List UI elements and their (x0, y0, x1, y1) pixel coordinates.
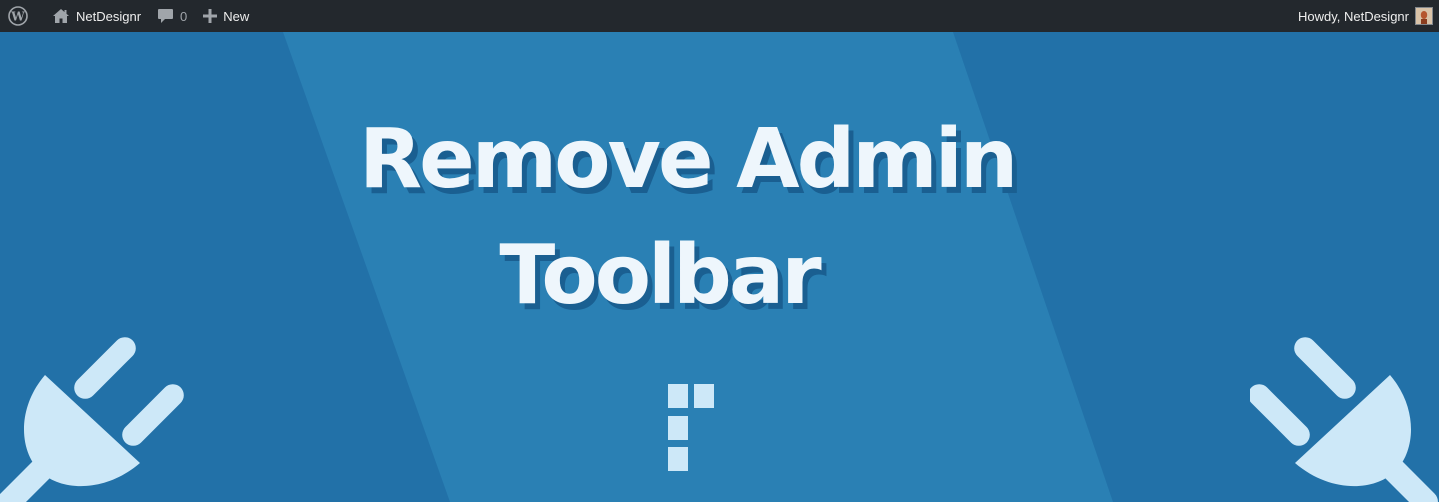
comments-count: 0 (180, 8, 188, 24)
new-content-button[interactable]: New (195, 0, 257, 32)
brand-logo-blocks (668, 384, 714, 471)
wordpress-menu-button[interactable]: W (0, 0, 44, 32)
banner-title-line-2: Toolbar (499, 228, 821, 323)
banner-title: Remove Admin Toolbar (359, 102, 1018, 334)
banner-light-band (283, 32, 1113, 502)
user-avatar (1415, 7, 1433, 25)
admin-toolbar-right: Howdy, NetDesignr (1290, 0, 1439, 32)
plus-icon (203, 9, 218, 23)
admin-toolbar: W NetDesignr 0 (0, 0, 1439, 32)
admin-toolbar-left: W NetDesignr 0 (0, 0, 257, 32)
banner-title-line-1: Remove Admin (359, 112, 1018, 207)
howdy-label: Howdy, NetDesignr (1297, 8, 1409, 24)
home-icon (52, 8, 70, 24)
site-name-label: NetDesignr (76, 8, 142, 24)
plugin-banner: Remove Admin Toolbar (0, 32, 1439, 502)
new-label: New (223, 8, 250, 24)
my-account-button[interactable]: Howdy, NetDesignr (1290, 0, 1439, 32)
site-name-button[interactable]: NetDesignr (44, 0, 149, 32)
power-plug-icon (1250, 337, 1438, 502)
power-plug-icon (0, 337, 184, 502)
comment-bubble-icon (157, 8, 174, 24)
svg-text:W: W (10, 10, 25, 24)
comments-button[interactable]: 0 (149, 0, 195, 32)
wordpress-logo-icon: W (8, 6, 28, 26)
